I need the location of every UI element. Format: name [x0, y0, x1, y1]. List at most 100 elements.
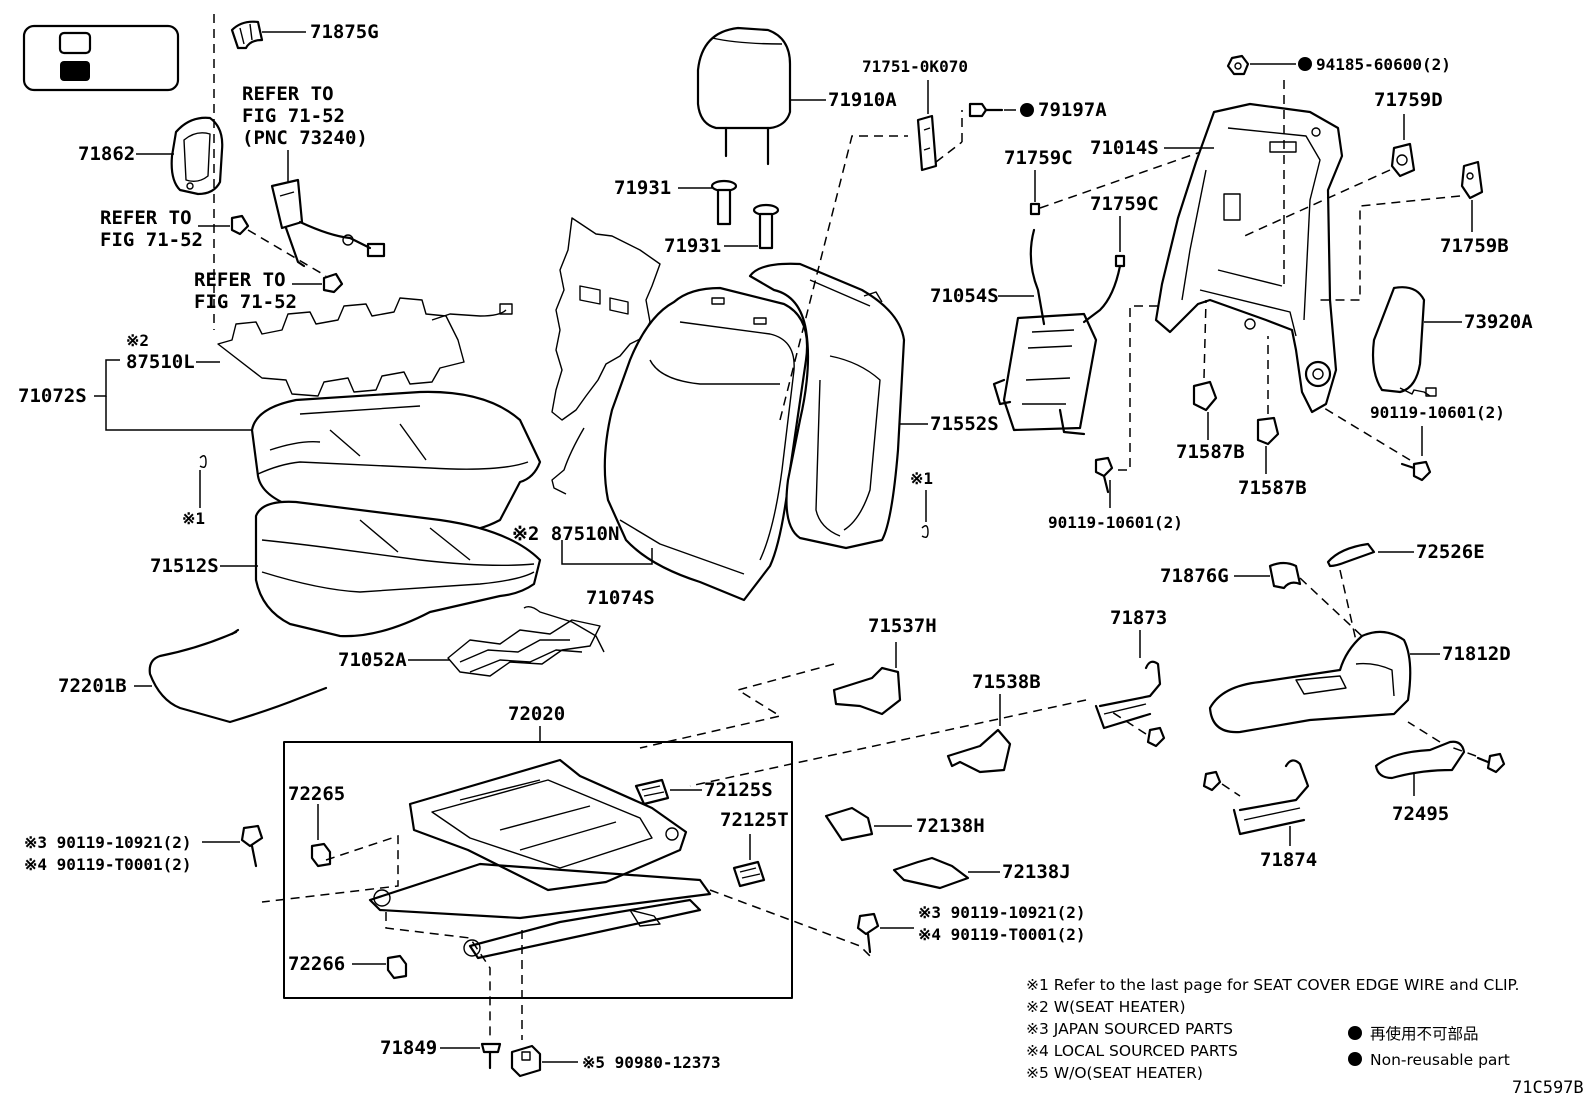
refer-1-line2: FIG 71-52	[242, 105, 345, 127]
label-71538b: 71538B	[972, 671, 1041, 693]
label-72266: 72266	[288, 953, 345, 975]
note-1: ※1 Refer to the last page for SEAT COVER…	[1026, 976, 1519, 994]
label-71875g: 71875G	[310, 21, 379, 43]
label-71074s: 71074S	[586, 587, 655, 609]
clip-mark-1a	[199, 455, 207, 469]
label-72125s: 72125S	[704, 779, 773, 801]
clip-71759c-b	[1114, 254, 1126, 268]
headrest-71910a	[696, 26, 792, 166]
mark-1a: ※1	[182, 509, 205, 528]
note-2: ※2 W(SEAT HEATER)	[1026, 998, 1186, 1016]
connector-72125s	[634, 778, 670, 806]
label-71759c-b: 71759C	[1090, 193, 1159, 215]
label-71759d: 71759D	[1374, 89, 1443, 111]
lumbar-71054s	[992, 228, 1122, 436]
refer-3-line1: REFER TO	[194, 269, 286, 291]
refer-1-line3: (PNC 73240)	[242, 127, 368, 149]
label-94185: 94185-60600(2)	[1316, 55, 1451, 74]
bolt-right-line2: ※4 90119-T0001(2)	[918, 925, 1086, 944]
label-71512s: 71512S	[150, 555, 219, 577]
label-90119-10601-a: 90119-10601(2)	[1048, 513, 1183, 532]
label-87510n: ※2 87510N	[512, 523, 619, 545]
label-71874: 71874	[1260, 849, 1317, 871]
cover-71537h	[832, 666, 902, 716]
cap-90980	[510, 1044, 542, 1078]
note-5: ※5 W/O(SEAT HEATER)	[1026, 1064, 1203, 1082]
bolt-90119-10601-a	[1094, 456, 1114, 494]
refer-3-line2: FIG 71-52	[194, 291, 297, 313]
cover-71862	[170, 116, 224, 196]
bolt-right	[856, 912, 880, 954]
label-71876g: 71876G	[1160, 565, 1229, 587]
label-71931-b: 71931	[664, 235, 721, 257]
label-71931-a: 71931	[614, 177, 671, 199]
label-72138h: 72138H	[916, 815, 985, 837]
bolt-90119-10601-b	[1400, 460, 1432, 482]
cover-72138j	[892, 856, 970, 890]
cover-72138h	[824, 806, 874, 842]
label-90980: ※5 90980-12373	[582, 1053, 721, 1072]
label-72201b: 72201B	[58, 675, 127, 697]
clip-71587b-b	[1256, 416, 1280, 446]
non-reusable-legend: 再使用不可部品 Non-reusable part	[1348, 1025, 1510, 1069]
bracket-72266	[386, 954, 408, 980]
wire-72201b	[148, 628, 328, 724]
label-71014s: 71014S	[1090, 137, 1159, 159]
seat-adjuster-72020	[368, 758, 712, 960]
clip-71875g	[230, 20, 264, 50]
label-72265: 72265	[288, 783, 345, 805]
heater-87510l	[217, 297, 513, 397]
label-71910a: 71910A	[828, 89, 897, 111]
note-3: ※3 JAPAN SOURCED PARTS	[1026, 1020, 1233, 1038]
mark-87510l: ※2	[126, 331, 149, 350]
connector-72125t	[732, 860, 766, 888]
legend-dot-jp	[1348, 1026, 1362, 1040]
seat-adjuster-box	[283, 741, 793, 999]
bolt-left-line1: ※3 90119-10921(2)	[24, 833, 192, 852]
label-71759b: 71759B	[1440, 235, 1509, 257]
seat-cushion-cover	[250, 390, 542, 533]
cover-71538b	[946, 728, 1012, 774]
bracket-72265	[310, 842, 332, 868]
legend-dot-en	[1348, 1052, 1362, 1066]
label-71751: 71751-0K070	[862, 57, 968, 76]
clip-mark-1b	[921, 525, 929, 539]
label-71862: 71862	[78, 143, 135, 165]
label-71873: 71873	[1110, 607, 1167, 629]
label-72138j: 72138J	[1002, 861, 1071, 883]
spring-71052a	[447, 605, 605, 677]
seatback-cover	[603, 286, 809, 602]
screw-71873	[1146, 726, 1166, 748]
non-reusable-en: Non-reusable part	[1370, 1051, 1510, 1069]
lever-71873	[1094, 660, 1162, 730]
diagram-code: 71C597B	[1512, 1078, 1584, 1098]
bolt-71849	[480, 1042, 502, 1070]
label-72526e: 72526E	[1416, 541, 1485, 563]
clip-71759d	[1390, 142, 1416, 178]
refer-2-line1: REFER TO	[100, 207, 192, 229]
label-71587b-b: 71587B	[1238, 477, 1307, 499]
seat-belt-buckle	[270, 178, 386, 268]
mark-1b: ※1	[910, 469, 933, 488]
screw-72495	[1476, 752, 1506, 774]
label-79197a: 79197A	[1038, 99, 1107, 121]
label-71054s: 71054S	[930, 285, 999, 307]
clip-71759c-a	[1029, 202, 1041, 216]
lever-71874	[1232, 759, 1310, 836]
label-71812d: 71812D	[1442, 643, 1511, 665]
nut-refer-3	[322, 272, 344, 294]
label-71072s: 71072S	[18, 385, 87, 407]
seatback-pad-71552s	[748, 262, 906, 550]
label-72020: 72020	[508, 703, 565, 725]
seatback-frame-71014s	[1154, 102, 1344, 414]
guide-71931-b	[752, 203, 780, 250]
screw-71874	[1202, 770, 1222, 792]
label-71552s: 71552S	[930, 413, 999, 435]
screw-79197a	[968, 102, 1004, 118]
non-reusable-dot-79197a	[1020, 103, 1034, 117]
bolt-left-line2: ※4 90119-T0001(2)	[24, 855, 192, 874]
label-72125t: 72125T	[720, 809, 789, 831]
note-4: ※4 LOCAL SOURCED PARTS	[1026, 1042, 1238, 1060]
bolt-left	[240, 824, 264, 868]
